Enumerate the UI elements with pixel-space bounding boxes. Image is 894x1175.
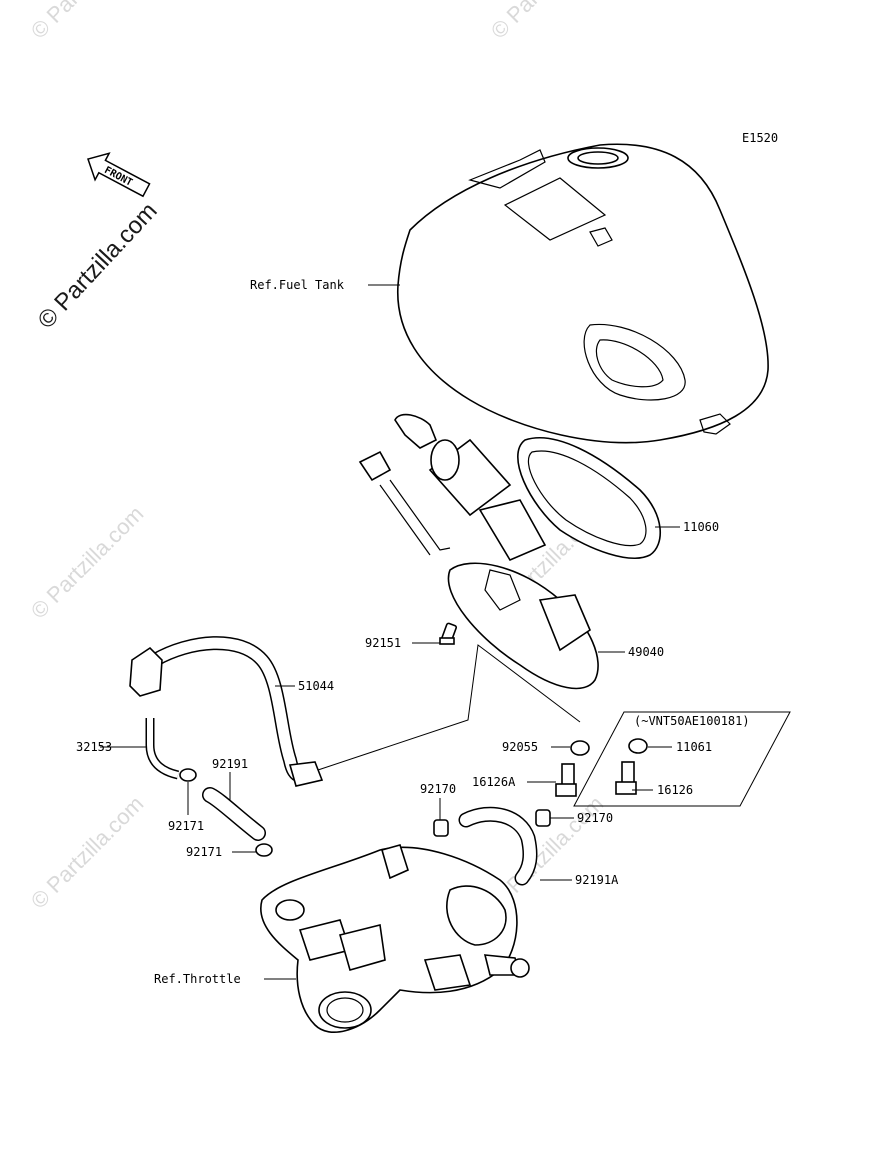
bolt-92151 (439, 622, 458, 645)
label-92191a: 92191A (575, 873, 619, 887)
washer-92055 (570, 740, 590, 756)
hose-51044 (129, 636, 324, 787)
label-49040: 49040 (628, 645, 664, 659)
label-92171-bottom: 92171 (186, 845, 222, 859)
label-51044: 51044 (298, 679, 334, 693)
label-92170-right: 92170 (577, 811, 613, 825)
gasket-11060 (517, 437, 661, 559)
fuel-pump-49040 (358, 413, 599, 690)
hose-92191 (202, 787, 266, 841)
label-92055: 92055 (502, 740, 538, 754)
label-fuel-tank: Ref.Fuel Tank (250, 278, 345, 292)
clip-92170-right (535, 809, 551, 827)
pipe-32153 (145, 718, 180, 780)
fitting-16126a (555, 763, 577, 797)
connection-line (317, 644, 581, 771)
label-16126a: 16126A (472, 775, 516, 789)
clamp-92171-bottom (255, 843, 273, 857)
label-92171-top: 92171 (168, 819, 204, 833)
note-box-label: (~VNT50AE100181) (634, 714, 750, 728)
label-11060: 11060 (683, 520, 719, 534)
label-92170-left: 92170 (420, 782, 456, 796)
label-92191: 92191 (212, 757, 248, 771)
front-arrow-icon: FRONT (87, 152, 151, 198)
label-92151: 92151 (365, 636, 401, 650)
watermark-text: © Partzilla.com (26, 791, 149, 914)
watermark-text: © Partzilla.com (26, 501, 149, 624)
throttle-body (260, 844, 530, 1033)
main-watermark-text: © Partzilla.com (33, 197, 163, 334)
hose-92191a (458, 806, 538, 886)
label-throttle: Ref.Throttle (154, 972, 241, 986)
clip-92170-left (433, 819, 449, 837)
washer-11061 (628, 738, 648, 754)
diagram-code: E1520 (742, 131, 778, 145)
watermark-text: © Partzilla.com (26, 0, 149, 44)
watermark-text: © Partzilla.com (486, 0, 609, 44)
label-16126: 16126 (657, 783, 693, 797)
main-watermark: © Partzilla.com (33, 197, 163, 334)
clamp-92171-top (179, 768, 197, 782)
fitting-16126 (615, 761, 637, 795)
note-box: (~VNT50AE100181) (573, 711, 791, 807)
fuel-tank (397, 143, 769, 444)
label-32153: 32153 (76, 740, 112, 754)
label-11061: 11061 (676, 740, 712, 754)
